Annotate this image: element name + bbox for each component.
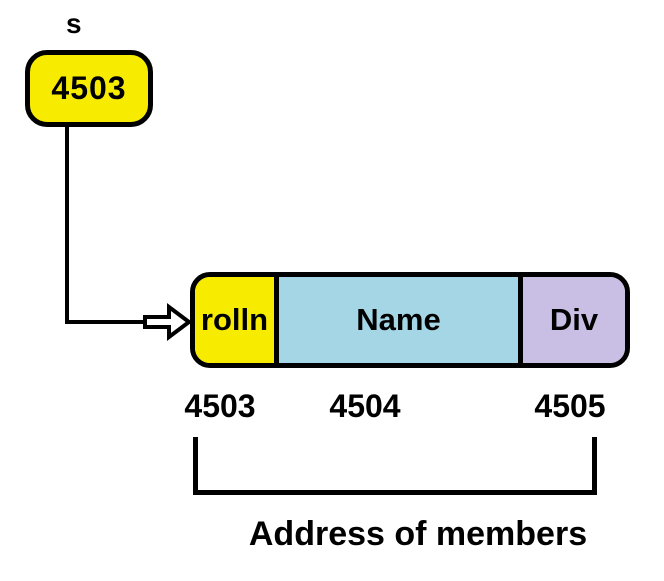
connector-horizontal-line [65,320,145,324]
pointer-box: 4503 [25,50,153,127]
address-range-bracket [193,437,597,495]
struct-cell-div-label: Div [549,302,599,337]
struct-cell-name-label: Name [356,302,441,337]
pointer-value: 4503 [51,70,127,106]
struct-cell-div: Div [523,277,625,363]
connector-vertical-line [65,125,69,324]
caption-text: Address of members [248,515,588,553]
hollow-right-arrow-icon [143,303,192,341]
struct-cell-rolln-label: rolln [200,302,269,337]
struct-cell-rolln: rolln [195,277,279,363]
address-label-div: 4505 [534,388,606,424]
pointer-variable-label: s [66,8,82,39]
address-label-name: 4504 [329,388,401,424]
struct-cell-name: Name [279,277,523,363]
address-label-rolln: 4503 [184,388,256,424]
struct-box: rolln Name Div [190,272,630,368]
